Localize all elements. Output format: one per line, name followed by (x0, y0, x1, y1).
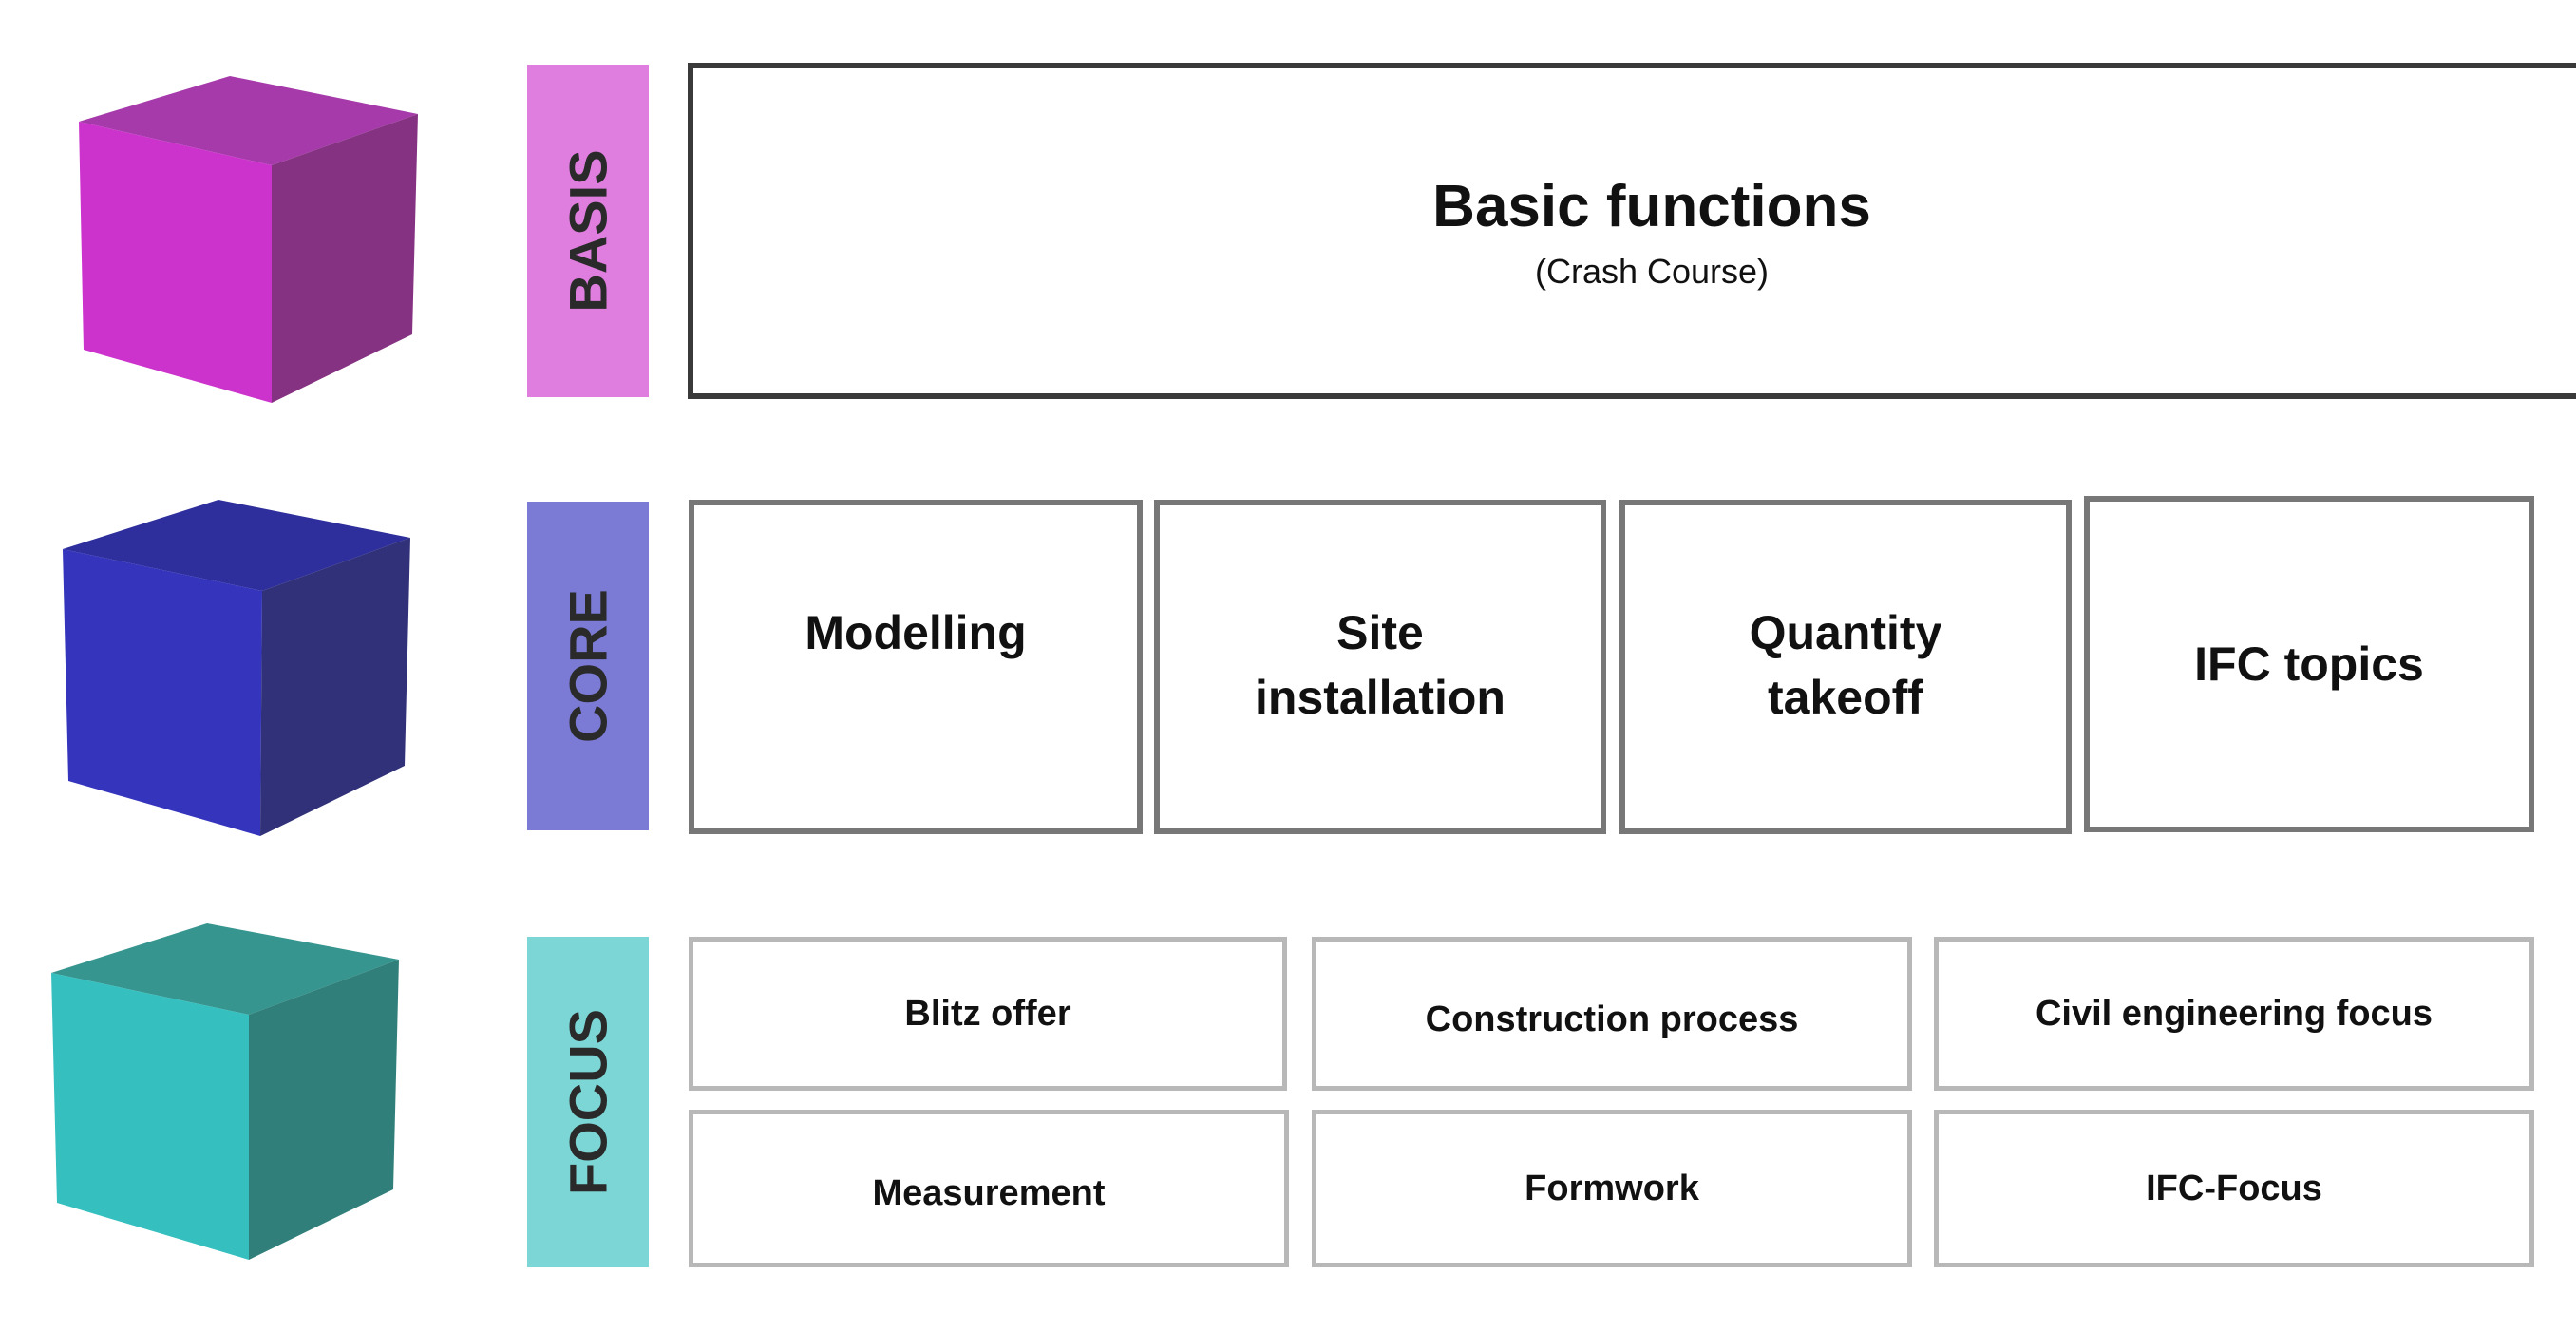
focus-box-civil-engineering-focus: Civil engineering focus (1934, 937, 2534, 1091)
core-item-label: Site installation (1255, 606, 1506, 724)
focus-box-construction-process: Construction process (1312, 937, 1912, 1091)
focus-cube-side (249, 960, 399, 1260)
core-item-label: Modelling (805, 606, 1027, 659)
focus-item-label: Formwork (1525, 1168, 1699, 1208)
basis-cube-top (79, 76, 418, 165)
tier-basis-label: BASIS (558, 149, 618, 313)
core-box-quantity-takeoff: Quantity takeoff (1619, 500, 2072, 834)
core-item-label: Quantity takeoff (1749, 606, 1942, 724)
focus-box-formwork: Formwork (1312, 1110, 1912, 1267)
core-box-ifc-topics: IFC topics (2084, 496, 2534, 832)
core-cube-front (63, 549, 262, 836)
focus-item-label: Civil engineering focus (2035, 993, 2434, 1034)
focus-item-label: Blitz offer (904, 993, 1071, 1034)
core-box-modelling: Modelling (689, 500, 1143, 834)
tier-core-label: CORE (558, 589, 618, 743)
basis-box: Basic functions (Crash Course) (688, 63, 2576, 399)
tier-focus: FOCUS (527, 937, 649, 1267)
basis-cube-side (272, 114, 418, 403)
tier-basis: BASIS (527, 65, 649, 397)
focus-box-blitz-offer: Blitz offer (689, 937, 1287, 1091)
focus-box-measurement: Measurement (689, 1110, 1289, 1267)
tier-focus-label: FOCUS (558, 1009, 618, 1195)
basis-cube-front (79, 122, 272, 403)
tier-core: CORE (527, 502, 649, 830)
focus-box-ifc-focus: IFC-Focus (1934, 1110, 2534, 1267)
core-cube-side (260, 538, 410, 836)
basis-title: Basic functions (1432, 174, 1871, 239)
focus-item-label: Measurement (872, 1172, 1106, 1213)
basis-cube (51, 76, 418, 1260)
focus-cube-top (51, 923, 399, 1015)
focus-item-label: IFC-Focus (2146, 1168, 2322, 1208)
core-box-site-installation: Site installation (1154, 500, 1606, 834)
focus-item-label: Construction process (1425, 999, 1799, 1039)
basis-subtitle: (Crash Course) (1534, 252, 1770, 291)
core-cube-top (63, 500, 410, 591)
core-item-label: IFC topics (2194, 637, 2424, 691)
focus-cube-front (51, 973, 249, 1260)
